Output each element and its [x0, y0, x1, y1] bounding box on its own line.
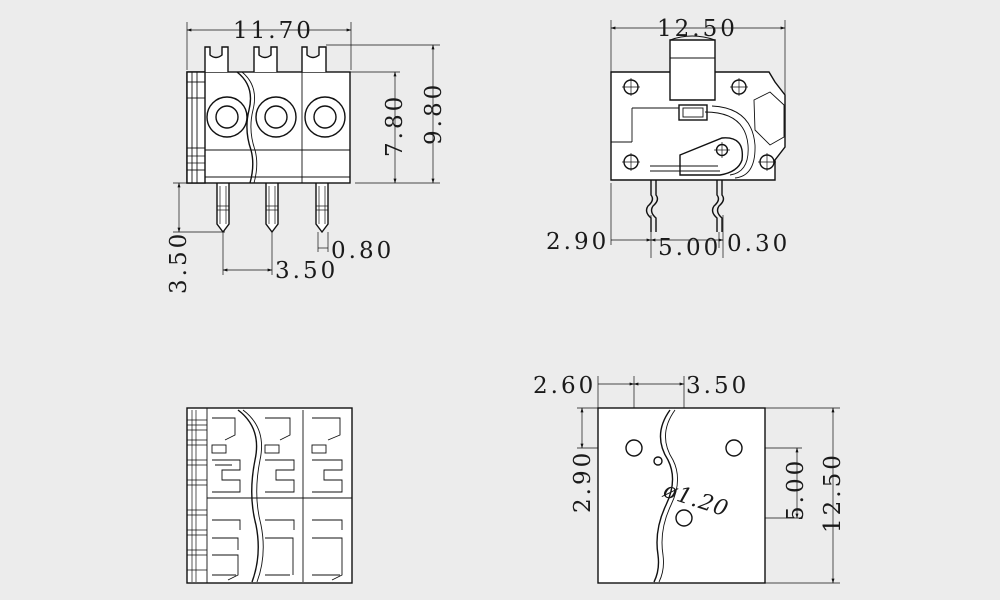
footprint-y-offset-label: 2.90 — [570, 450, 596, 513]
top-view — [186, 407, 353, 584]
side-depth-label: 12.50 — [657, 16, 738, 42]
side-pin-thickness-label: 0.30 — [727, 231, 790, 257]
side-view: 12.50 2.90 5.00 0.30 — [546, 16, 790, 261]
footprint-x-offset-label: 2.60 — [533, 373, 596, 399]
side-pins — [645, 180, 725, 232]
side-pin-offset-label: 2.90 — [546, 229, 609, 255]
front-pin-width-label: 0.80 — [331, 238, 394, 264]
front-pin-length-label: 3.50 — [166, 231, 192, 294]
top-view-rib-lines — [187, 419, 207, 571]
footprint-length-label: 12.50 — [820, 452, 846, 533]
front-body — [186, 46, 351, 184]
side-pin-spacing-label: 5.00 — [658, 235, 721, 261]
footprint-y-spacing-label: 5.00 — [783, 458, 809, 521]
side-dimension-lines — [610, 20, 786, 258]
footprint-hole-2 — [725, 439, 743, 457]
footprint-view: 2.60 3.50 2.90 5.00 12.50 ø1.20 — [533, 373, 846, 584]
front-pins — [216, 183, 329, 234]
front-body-height-label: 7.80 — [382, 94, 408, 157]
footprint-hole-1 — [625, 439, 643, 457]
side-body — [610, 35, 786, 181]
footprint-x-pitch-label: 3.50 — [686, 373, 749, 399]
footprint-hole-3 — [675, 509, 693, 527]
front-width-label: 11.70 — [233, 18, 314, 44]
front-dimension-lines — [173, 22, 440, 275]
front-view: 11.70 7.80 9.80 3.50 3.50 0.80 — [166, 18, 447, 294]
front-pin-pitch-label: 3.50 — [275, 258, 338, 284]
front-total-height-label: 9.80 — [421, 82, 447, 145]
top-view-slots — [211, 417, 343, 581]
